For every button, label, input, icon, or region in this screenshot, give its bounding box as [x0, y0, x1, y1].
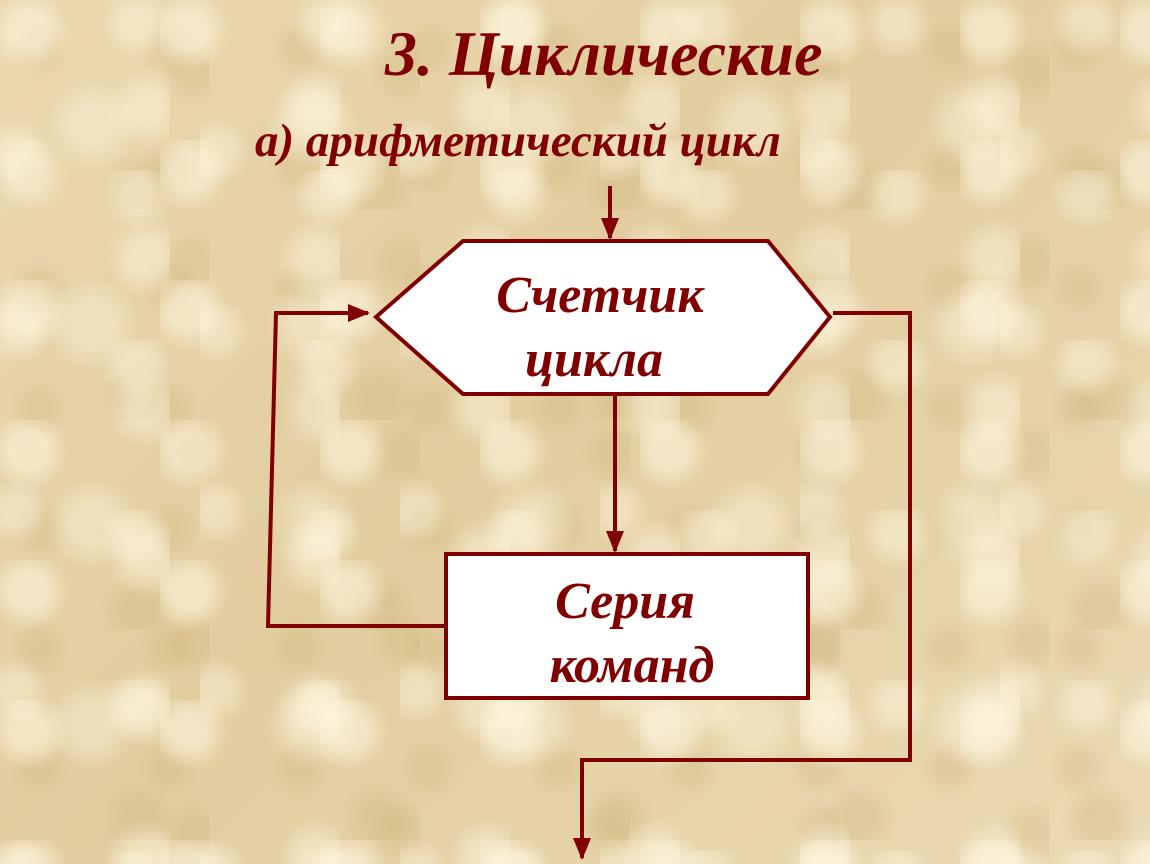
series-label-line1: Серия	[555, 573, 695, 630]
counter-label-line1: Счетчик	[496, 267, 705, 324]
series-label-line2: команд	[550, 637, 715, 694]
slide-title: 3. Циклические	[385, 18, 823, 89]
counter-hexagon	[372, 239, 833, 396]
slide-subtitle: а) арифметический цикл	[255, 115, 781, 167]
exit-arrow	[573, 311, 912, 860]
loop-back-arrow	[265, 304, 446, 628]
counter-node: Счетчик цикла	[372, 239, 833, 396]
counter-label-line2: цикла	[525, 331, 663, 388]
series-node: Серия команд	[444, 552, 810, 700]
